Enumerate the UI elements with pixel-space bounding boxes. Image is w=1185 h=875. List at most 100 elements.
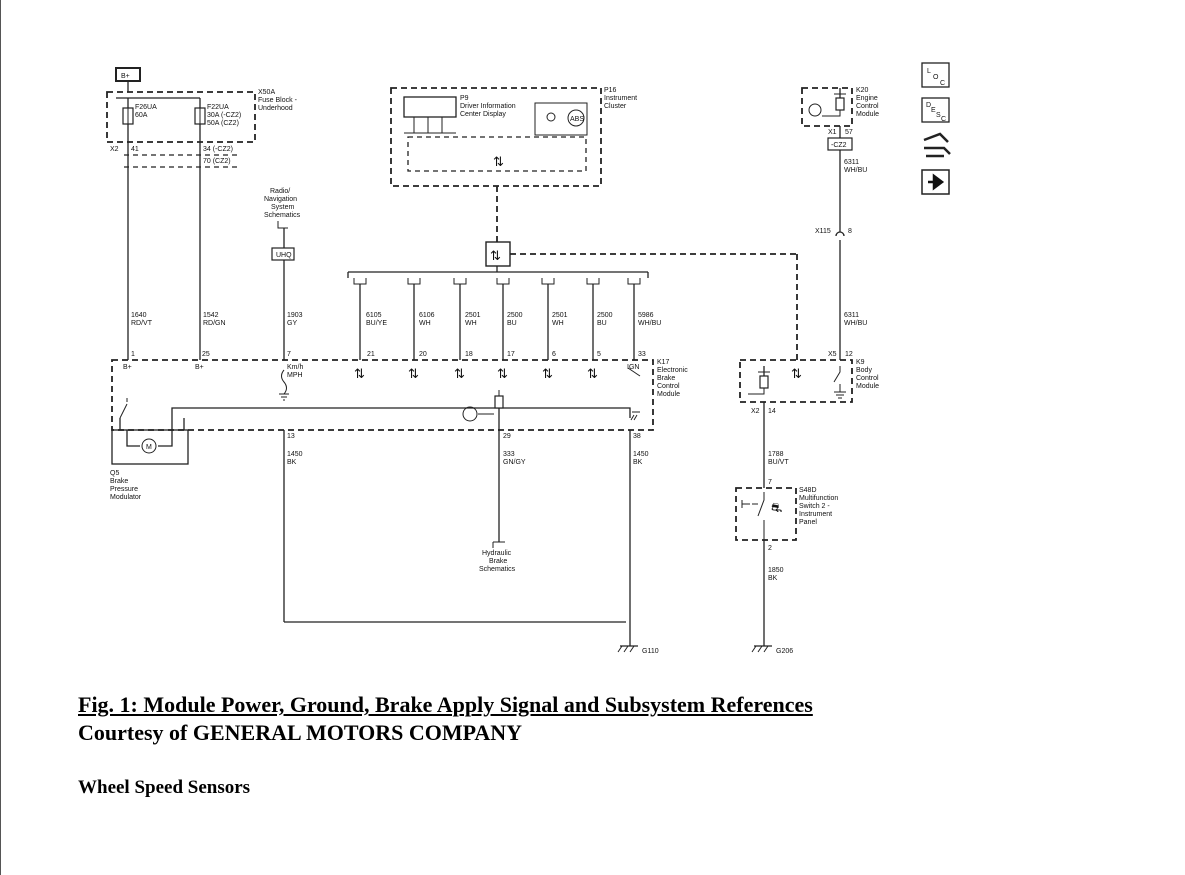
svg-text:17: 17	[507, 351, 515, 358]
svg-text:K20: K20	[856, 87, 869, 94]
svg-text:S48D: S48D	[799, 487, 817, 494]
svg-text:5: 5	[597, 351, 601, 358]
svg-text:12: 12	[845, 351, 853, 358]
bidirectional-arrow-icon: ⇅	[542, 366, 553, 381]
instrument-cluster-box	[390, 87, 602, 187]
svg-text:2501: 2501	[465, 312, 481, 319]
svg-text:Navigation: Navigation	[264, 196, 297, 203]
svg-text:BU: BU	[597, 320, 607, 327]
svg-text:L: L	[927, 68, 931, 75]
next-arrow-icon[interactable]	[921, 169, 950, 195]
svg-text:C: C	[940, 80, 945, 87]
svg-text:X50A: X50A	[258, 89, 275, 96]
svg-text:25: 25	[202, 351, 210, 358]
svg-text:Panel: Panel	[799, 519, 817, 526]
svg-text:Control: Control	[657, 383, 680, 390]
svg-text:Hydraulic: Hydraulic	[482, 550, 512, 557]
svg-text:Module: Module	[856, 111, 879, 118]
svg-text:WH/BU: WH/BU	[638, 320, 661, 327]
svg-text:B+: B+	[123, 364, 132, 371]
svg-text:30A (-CZ2): 30A (-CZ2)	[207, 112, 241, 119]
section-heading: Wheel Speed Sensors	[78, 777, 251, 798]
bidirectional-arrow-icon: ⇅	[497, 366, 508, 381]
svg-text:41: 41	[131, 146, 139, 153]
svg-text:WH: WH	[465, 320, 477, 327]
brake-apply-sensor-icon	[462, 406, 478, 422]
svg-text:MPH: MPH	[287, 372, 303, 379]
svg-text:RD/GN: RD/GN	[203, 320, 226, 327]
svg-text:Schematics: Schematics	[264, 212, 301, 219]
svg-text:Multifunction: Multifunction	[799, 495, 838, 502]
svg-text:BK: BK	[287, 459, 297, 466]
battery-label: B+	[121, 73, 130, 80]
ground-g206-icon	[751, 640, 772, 653]
svg-text:WH: WH	[419, 320, 431, 327]
svg-text:2: 2	[768, 545, 772, 552]
svg-text:Engine: Engine	[856, 95, 878, 102]
bidirectional-arrow-icon: ⇅	[354, 366, 365, 381]
connector-view-icon[interactable]	[923, 132, 951, 158]
svg-text:5986: 5986	[638, 312, 654, 319]
svg-text:1: 1	[131, 351, 135, 358]
svg-text:Fuse Block -: Fuse Block -	[258, 97, 298, 104]
svg-text:Pressure: Pressure	[110, 486, 138, 493]
motor-icon	[141, 438, 157, 454]
svg-text:F26UA: F26UA	[135, 104, 157, 111]
svg-text:E: E	[931, 107, 936, 114]
svg-text:Instrument: Instrument	[799, 511, 832, 518]
svg-text:BK: BK	[768, 575, 778, 582]
svg-text:S: S	[936, 112, 941, 119]
svg-text:1450: 1450	[287, 451, 303, 458]
svg-text:X2: X2	[751, 408, 760, 415]
bidirectional-arrow-icon: ⇅	[408, 366, 419, 381]
svg-text:G206: G206	[776, 648, 793, 655]
svg-text:System: System	[271, 204, 295, 211]
svg-text:29: 29	[503, 433, 511, 440]
svg-text:X5: X5	[828, 351, 837, 358]
svg-text:C: C	[941, 116, 946, 123]
svg-text:Modulator: Modulator	[110, 494, 142, 501]
svg-text:333: 333	[503, 451, 515, 458]
svg-text:Schematics: Schematics	[479, 566, 516, 573]
svg-text:K9: K9	[856, 359, 865, 366]
svg-text:Control: Control	[856, 103, 879, 110]
bidirectional-arrow-icon: ⇅	[791, 366, 802, 381]
svg-text:7: 7	[768, 479, 772, 486]
svg-text:57: 57	[845, 129, 853, 136]
svg-text:Cluster: Cluster	[604, 103, 627, 110]
svg-text:60A: 60A	[135, 112, 148, 119]
svg-text:D: D	[926, 102, 931, 109]
bcm-box	[739, 359, 853, 403]
svg-text:1903: 1903	[287, 312, 303, 319]
svg-text:1788: 1788	[768, 451, 784, 458]
svg-text:6311: 6311	[844, 312, 859, 319]
svg-text:Body: Body	[856, 367, 872, 374]
svg-text:6105: 6105	[366, 312, 382, 319]
svg-text:14: 14	[768, 408, 776, 415]
radio-ref-box	[271, 247, 295, 261]
svg-text:Underhood: Underhood	[258, 105, 293, 112]
loc-icon[interactable]: LOC	[921, 62, 950, 88]
svg-text:X2: X2	[110, 146, 119, 153]
svg-text:33: 33	[638, 351, 646, 358]
svg-text:1542: 1542	[203, 312, 219, 319]
svg-text:20: 20	[419, 351, 427, 358]
svg-text:2501: 2501	[552, 312, 568, 319]
abs-lamp-icon	[567, 109, 585, 127]
svg-text:34 (-CZ2): 34 (-CZ2)	[203, 146, 233, 153]
svg-text:70 (CZ2): 70 (CZ2)	[203, 158, 231, 165]
svg-text:BU/YE: BU/YE	[366, 320, 387, 327]
svg-text:Center Display: Center Display	[460, 111, 506, 118]
lamp-icon	[546, 112, 556, 122]
fuse-block-box	[106, 91, 256, 143]
svg-text:M: M	[146, 444, 152, 451]
data-wire-group	[353, 278, 641, 360]
bidirectional-arrow-icon: ⇅	[490, 248, 501, 263]
svg-text:Switch 2 -: Switch 2 -	[799, 503, 830, 510]
svg-text:7: 7	[287, 351, 291, 358]
svg-text:50A (CZ2): 50A (CZ2)	[207, 120, 239, 127]
svg-text:6: 6	[552, 351, 556, 358]
svg-text:WH: WH	[552, 320, 564, 327]
svg-text:Brake: Brake	[110, 478, 128, 485]
